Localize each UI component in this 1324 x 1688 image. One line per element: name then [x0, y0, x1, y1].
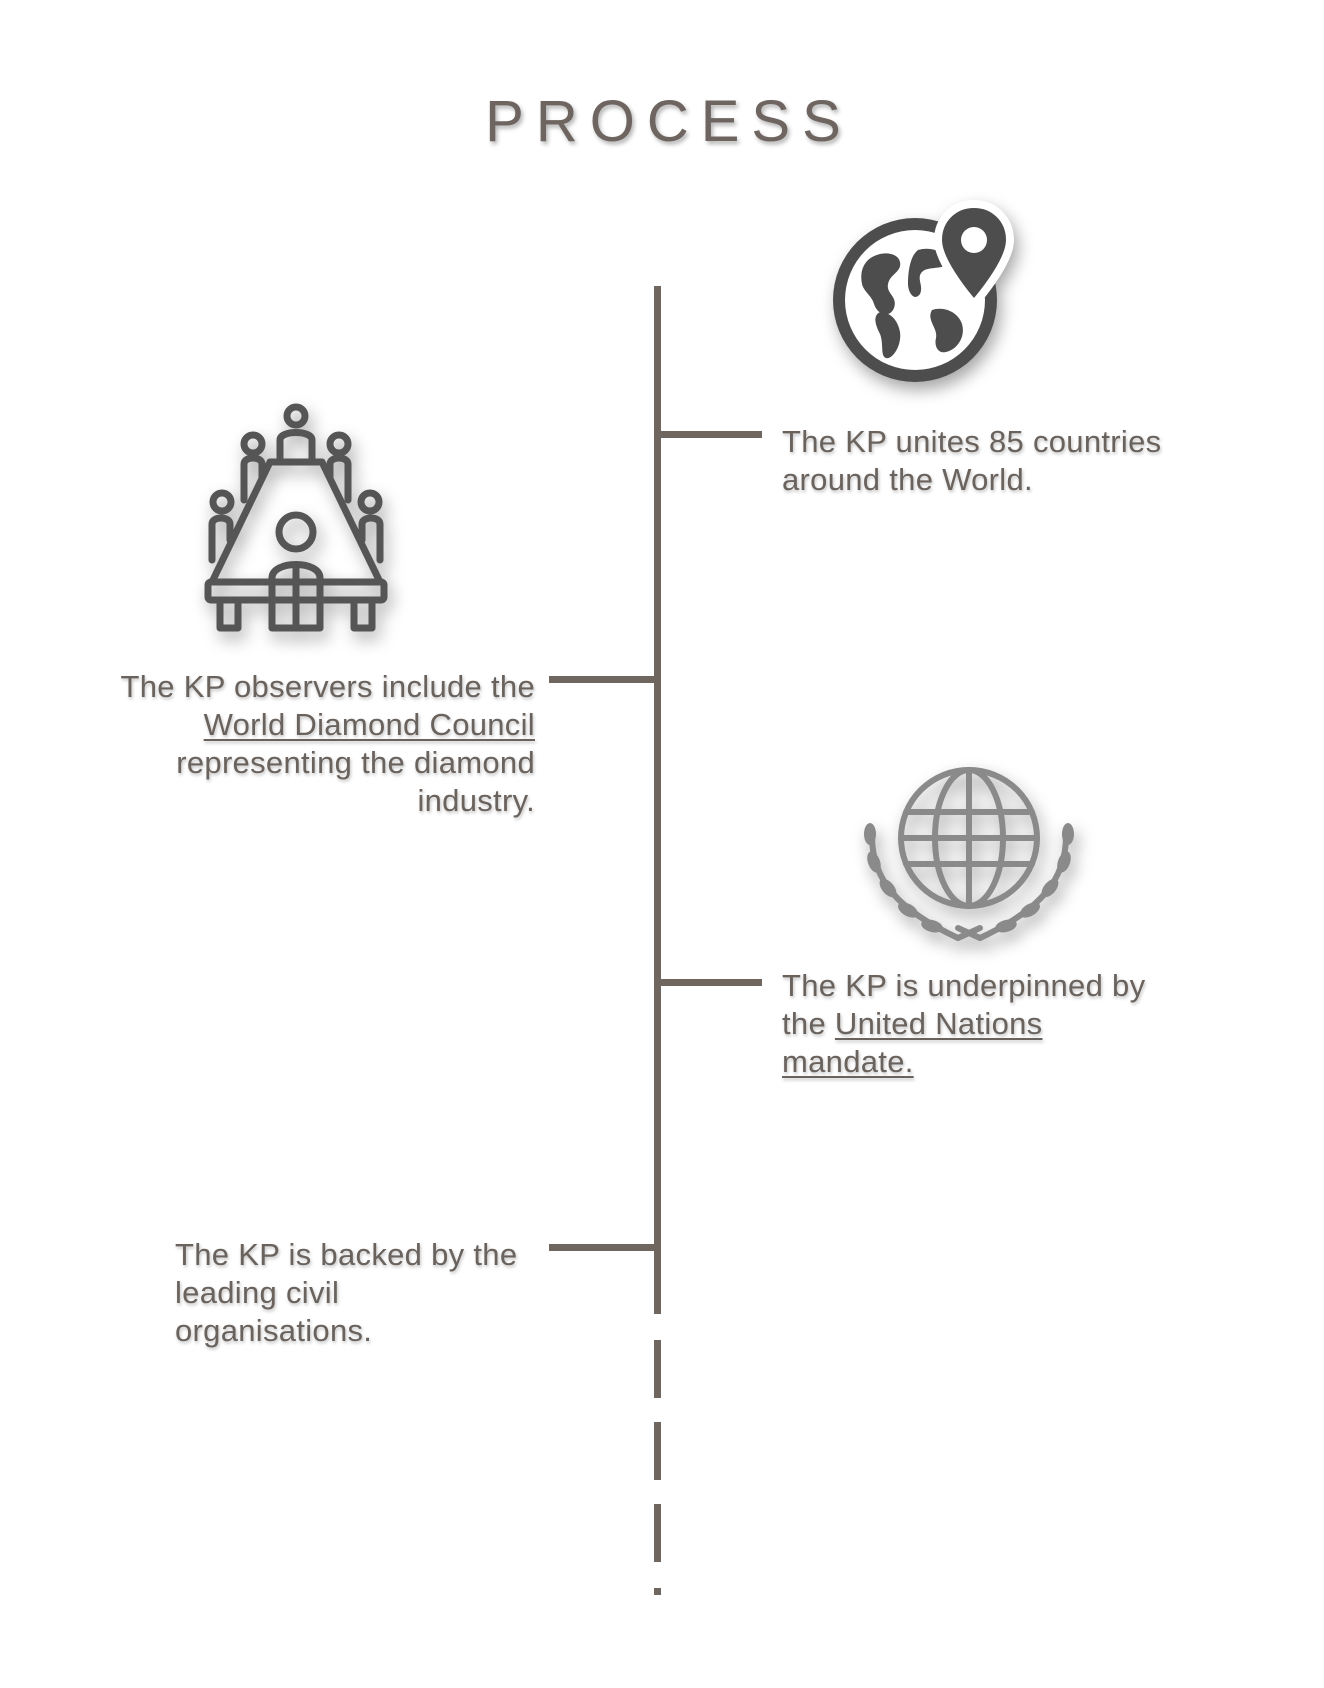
item-1-text: The KP unites 85 countries around the Wo…: [782, 423, 1182, 499]
item-4-text-content: The KP is backed by the leading civil or…: [175, 1237, 518, 1348]
timeline-dash: [654, 1588, 661, 1595]
timeline-dash: [654, 1422, 661, 1480]
item-3-text-before: The KP is underpinned by the: [782, 968, 1146, 1041]
item-1-text-content: The KP unites 85 countries around the Wo…: [782, 424, 1162, 497]
item-3-text: The KP is underpinned by the United Nati…: [782, 967, 1182, 1081]
timeline-branch-right: [654, 979, 762, 986]
conference-table-icon: [204, 403, 388, 632]
timeline-branch-right: [654, 431, 762, 438]
timeline-spine: [654, 286, 661, 1314]
item-2-text-after: representing the diamond industry.: [176, 745, 535, 818]
item-2-text: The KP observers include the World Diamo…: [60, 668, 535, 820]
globe-pin-icon: [833, 200, 1015, 382]
timeline-branch-left: [549, 1244, 661, 1251]
item-2-text-before: The KP observers include the: [120, 669, 535, 704]
timeline-branch-left: [549, 676, 661, 683]
world-diamond-council-link[interactable]: World Diamond Council: [203, 707, 535, 742]
united-nations-mandate-link[interactable]: United Nations mandate.: [782, 1006, 1043, 1079]
timeline-dash: [654, 1504, 661, 1562]
page-title: PROCESS: [485, 89, 853, 154]
united-nations-icon: [864, 767, 1074, 941]
timeline-dash: [654, 1340, 661, 1398]
item-4-text: The KP is backed by the leading civil or…: [175, 1236, 520, 1350]
